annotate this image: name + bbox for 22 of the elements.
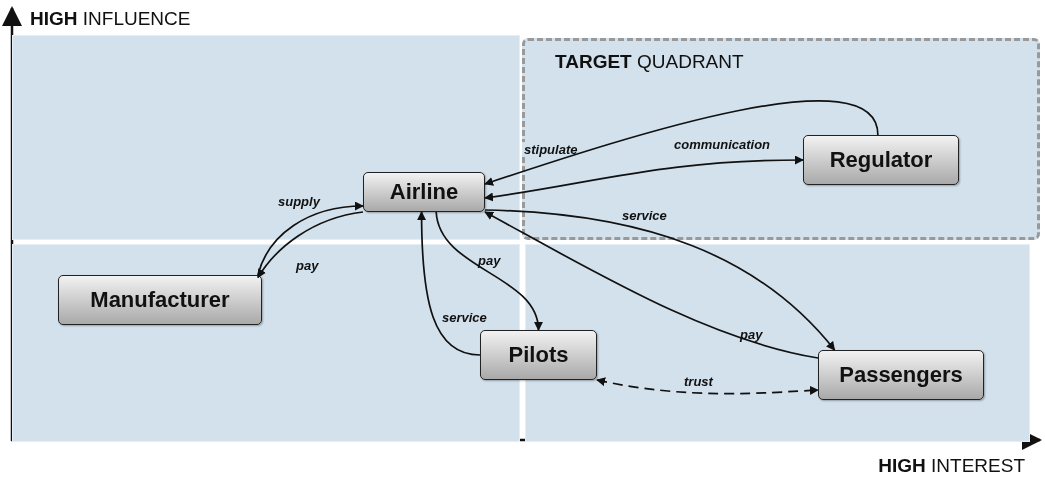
arrow	[596, 377, 819, 395]
arrow	[257, 201, 364, 276]
quadrant-title: TARGET QUADRANT	[555, 51, 744, 73]
stakeholder-box: Manufacturer	[58, 275, 262, 325]
axis-label: HIGH INTEREST	[878, 455, 1025, 477]
arrow	[484, 100, 879, 186]
edge-label: supply	[276, 194, 322, 209]
edge-label: stipulate	[522, 142, 580, 157]
stakeholder-box: Pilots	[480, 330, 597, 380]
stakeholder-box: Regulator	[803, 135, 959, 185]
stakeholder-box: Airline	[363, 172, 485, 212]
edge-label: service	[620, 208, 669, 223]
arrow	[484, 155, 804, 202]
stakeholder-box: Passengers	[818, 350, 984, 400]
arrow	[435, 211, 542, 331]
arrow	[417, 211, 481, 356]
edge-label: trust	[682, 374, 715, 389]
axis-label: HIGH INFLUENCE	[30, 8, 191, 30]
edge-label: communication	[672, 137, 773, 152]
edge-label: service	[440, 310, 489, 325]
quadrant-region	[522, 38, 1040, 240]
arrow	[257, 211, 364, 279]
